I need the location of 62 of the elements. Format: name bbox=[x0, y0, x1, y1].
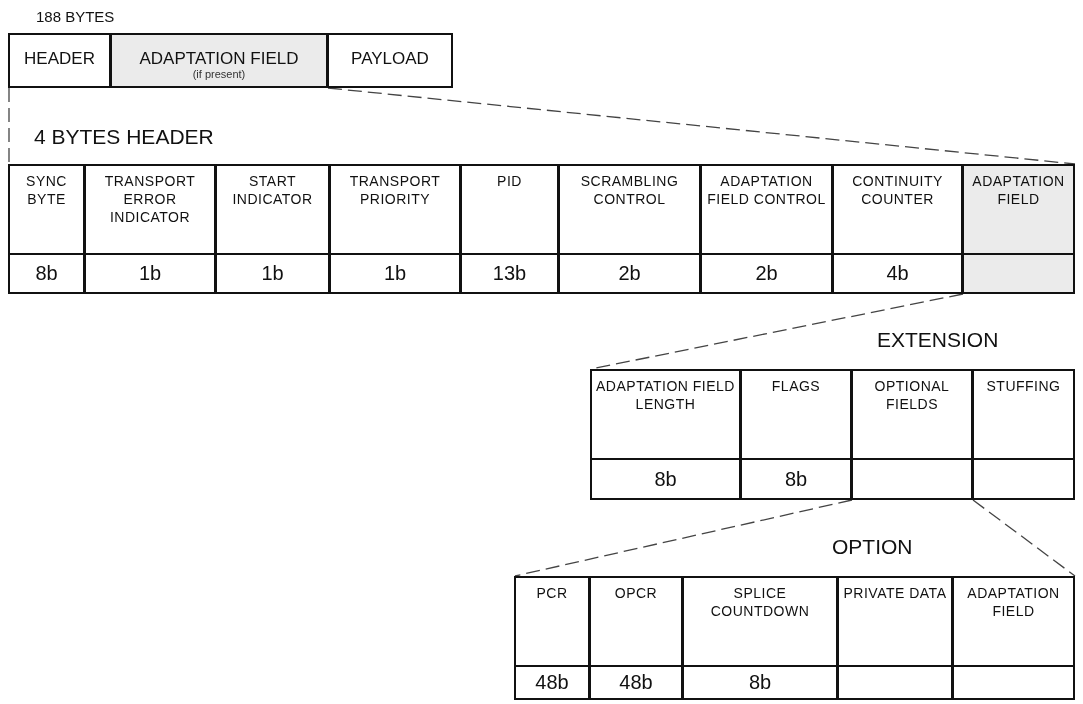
field-cell bbox=[84, 164, 216, 294]
field-note: (if present) bbox=[191, 69, 247, 80]
field-name: SPLICE COUNTDOWN bbox=[709, 584, 811, 620]
field-name: PCR bbox=[535, 584, 569, 602]
field-name: PAYLOAD bbox=[350, 48, 430, 69]
field-name: ADAPTATION FIELD CONTROL bbox=[706, 172, 827, 208]
field-cell bbox=[110, 33, 328, 88]
field-name: ADAPTATION FIELD bbox=[138, 48, 300, 69]
bit-size: 48b bbox=[535, 671, 569, 694]
field-cell bbox=[329, 164, 461, 294]
bit-size: 8b bbox=[748, 671, 772, 694]
field-cell bbox=[8, 164, 85, 294]
bit-size: 2b bbox=[755, 262, 778, 285]
field-cell bbox=[327, 33, 453, 88]
field-name: STUFFING bbox=[985, 377, 1062, 395]
table-title: EXTENSION bbox=[877, 328, 999, 352]
bit-size: 8b bbox=[654, 467, 677, 491]
table-title: 4 BYTES HEADER bbox=[34, 125, 214, 149]
field-cell bbox=[558, 164, 701, 294]
field-name: PRIVATE DATA bbox=[842, 584, 948, 602]
bit-size: 8b bbox=[784, 467, 808, 491]
table-title: OPTION bbox=[832, 535, 913, 559]
field-name: START INDICATOR bbox=[231, 172, 314, 208]
field-name: ADAPTATION FIELD LENGTH bbox=[595, 377, 736, 413]
field-name: CONTINUITY COUNTER bbox=[851, 172, 944, 208]
field-cell bbox=[740, 369, 852, 500]
field-name: ADAPTATION FIELD bbox=[971, 172, 1066, 208]
field-cell bbox=[460, 164, 559, 294]
field-name: TRANSPORT PRIORITY bbox=[348, 172, 442, 208]
field-cell bbox=[972, 369, 1075, 500]
expansion-line bbox=[327, 87, 1076, 165]
field-name: PID bbox=[496, 172, 523, 190]
bit-size: 2b bbox=[618, 262, 641, 285]
field-name: SCRAMBLING CONTROL bbox=[579, 172, 680, 208]
field-cell bbox=[837, 576, 953, 700]
field-name: TRANSPORT ERROR INDICATOR bbox=[103, 172, 197, 226]
bit-size: 1b bbox=[383, 262, 407, 285]
field-name: OPCR bbox=[613, 584, 659, 602]
field-cell bbox=[682, 576, 838, 700]
bit-size: 8b bbox=[35, 262, 58, 285]
expansion-line bbox=[972, 499, 1076, 577]
field-name: HEADER bbox=[23, 48, 96, 69]
field-cell bbox=[962, 164, 1075, 294]
field-cell bbox=[215, 164, 330, 294]
field-name: SYNC BYTE bbox=[25, 172, 68, 208]
field-cell bbox=[700, 164, 833, 294]
bit-size: 48b bbox=[619, 671, 653, 694]
bit-size: 1b bbox=[261, 262, 284, 285]
expansion-line bbox=[8, 87, 10, 165]
field-name: ADAPTATION FIELD bbox=[966, 584, 1061, 620]
field-cell bbox=[851, 369, 973, 500]
bit-size: 13b bbox=[492, 262, 527, 285]
field-name: OPTIONAL FIELDS bbox=[873, 377, 951, 413]
field-name: FLAGS bbox=[770, 377, 822, 395]
field-cell bbox=[952, 576, 1075, 700]
bit-size: 1b bbox=[138, 262, 162, 285]
expansion-line bbox=[514, 499, 853, 577]
field-cell bbox=[514, 576, 590, 700]
field-cell bbox=[590, 369, 741, 500]
bit-size: 4b bbox=[886, 262, 909, 285]
table-title: 188 BYTES bbox=[36, 8, 115, 25]
field-cell bbox=[589, 576, 683, 700]
